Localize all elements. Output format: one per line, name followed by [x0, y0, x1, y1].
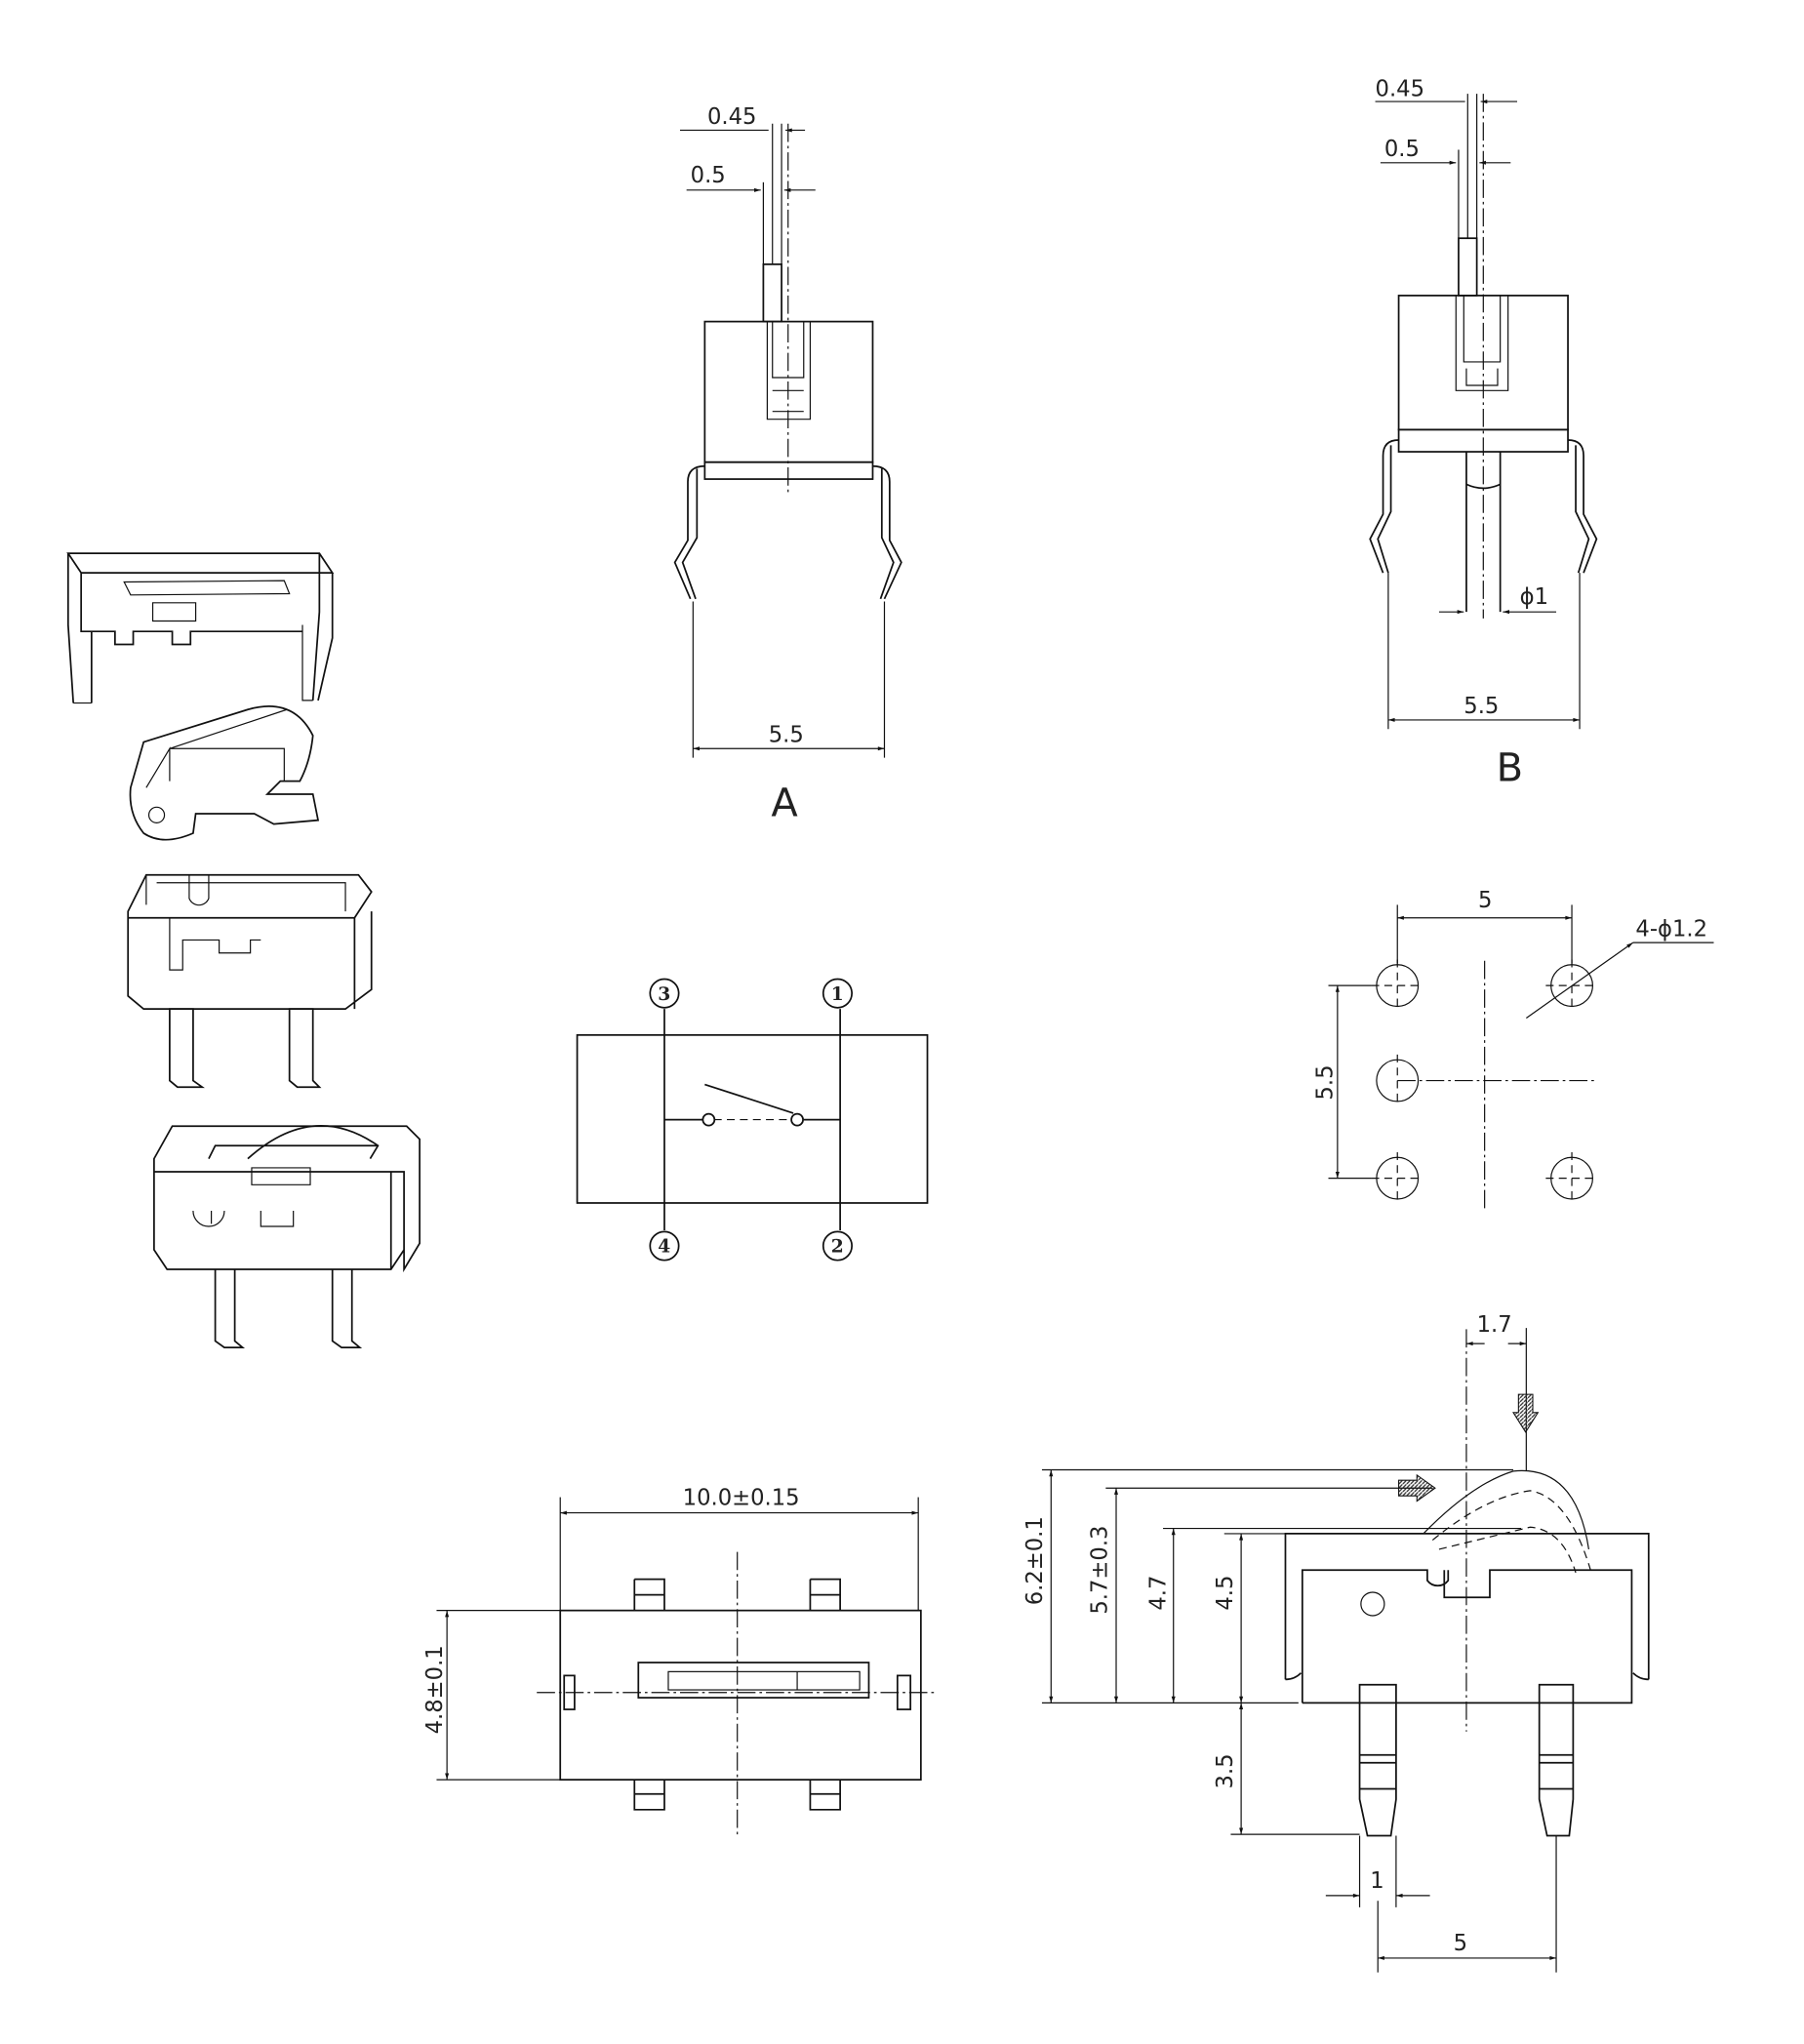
dim-footprint-holes: 4-ϕ1.2 — [1635, 916, 1707, 942]
part-lever — [129, 705, 320, 841]
dim-side-h1: 6.2±0.1 — [1022, 1516, 1048, 1605]
dim-b-55: 5.5 — [1463, 694, 1499, 719]
view-b: 0.45 0.5 ϕ1 5.5 B — [1369, 77, 1598, 791]
pin-1-label: 1 — [831, 983, 844, 1005]
dim-side-h4: 4.5 — [1213, 1576, 1238, 1611]
dim-side-pin-pitch: 5 — [1454, 1931, 1467, 1956]
view-a-label: A — [771, 782, 798, 826]
dim-side-h2: 5.7±0.3 — [1088, 1526, 1113, 1615]
pin-3-label: 3 — [658, 983, 670, 1005]
pin-4-marker — [649, 1230, 680, 1262]
force-arrow-down-icon — [1512, 1393, 1540, 1433]
dim-a-05: 0.5 — [691, 163, 726, 188]
dim-side-pin-length: 3.5 — [1213, 1753, 1238, 1788]
part-assembled — [153, 1125, 421, 1348]
pin-2-marker — [822, 1230, 853, 1262]
view-b-label: B — [1497, 746, 1523, 791]
part-cover — [66, 552, 335, 704]
dim-side-pin-width: 1 — [1370, 1868, 1383, 1894]
part-base — [127, 873, 373, 1089]
dim-footprint-5: 5 — [1478, 888, 1492, 913]
view-a: 0.45 0.5 5.5 A — [673, 104, 902, 826]
pin-1-marker — [822, 978, 853, 1009]
dim-side-17: 1.7 — [1477, 1312, 1512, 1338]
dim-b-05: 0.5 — [1384, 137, 1420, 162]
dim-top-width: 4.8±0.1 — [422, 1645, 448, 1734]
dim-b-045: 0.45 — [1376, 77, 1424, 102]
dim-top-length: 10.0±0.15 — [683, 1486, 800, 1511]
pin-3-marker — [649, 978, 680, 1009]
dim-b-phi1: ϕ1 — [1520, 584, 1548, 610]
dim-a-55: 5.5 — [769, 723, 804, 748]
pin-2-label: 2 — [831, 1236, 844, 1258]
top-view: 10.0±0.15 4.8±0.1 — [422, 1486, 936, 1839]
dim-a-045: 0.45 — [707, 104, 756, 130]
pin-4-label: 4 — [658, 1236, 670, 1258]
dim-side-h3: 4.7 — [1146, 1576, 1172, 1611]
pcb-footprint: 5 5.5 4-ϕ1.2 — [1313, 888, 1714, 1209]
dim-footprint-55: 5.5 — [1313, 1065, 1339, 1101]
side-view: 1.7 6.2±0.1 5.7±0.3 4.7 4.5 3.5 1 5 — [1022, 1312, 1650, 1973]
exploded-view — [66, 552, 421, 1348]
circuit-schematic: 3 1 4 2 — [576, 978, 929, 1262]
